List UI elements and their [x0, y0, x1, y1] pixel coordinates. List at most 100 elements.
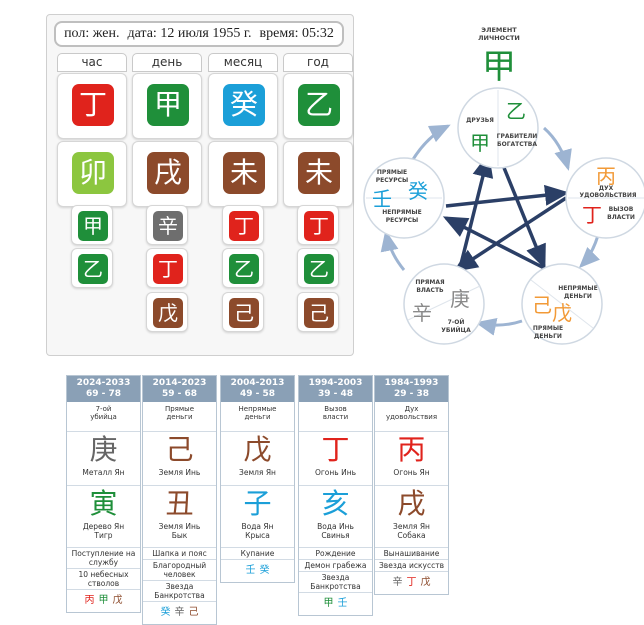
hieroglyph-tile: 乙	[298, 84, 340, 126]
pillar-header: час	[57, 53, 127, 72]
decade-hidden-stems: 壬癸	[221, 560, 294, 582]
hieroglyph-tile: 己	[304, 298, 334, 328]
hidden-stem-cell: 丁	[146, 248, 188, 288]
branch-label-2: Тигр	[94, 531, 113, 540]
hieroglyph-tile: 未	[223, 152, 265, 194]
pillar-main-cell: 丁	[57, 73, 127, 139]
hidden-stem-cell: 乙	[71, 248, 113, 288]
decade-stem: 丙 Огонь Ян	[375, 432, 448, 486]
branch-label-2: Крыса	[245, 531, 270, 540]
pillar-main-cell: 乙	[283, 73, 353, 139]
wood-robbers-label-2: БОГАТСТВА	[497, 141, 537, 148]
metal-direct-label-2: ВЛАСТЬ	[416, 287, 444, 294]
symbolic-star: Поступление на службу	[67, 548, 140, 569]
pillar-main-cell: 甲	[132, 73, 202, 139]
self-element-char: 甲	[482, 47, 516, 87]
symbolic-star: 10 небесных стволов	[67, 569, 140, 590]
symbolic-star: Звезда Банкротства	[299, 572, 372, 593]
branch-label-2: Бык	[171, 531, 188, 540]
branch-glyph: 子	[243, 487, 272, 520]
hieroglyph-tile: 戌	[147, 152, 189, 194]
wood-friends-label: ДРУЗЬЯ	[466, 117, 494, 124]
ten-god-line-2: деньги	[166, 413, 193, 421]
pillar-main-cell: 戌	[132, 141, 202, 207]
self-element-title-1: ЭЛЕМЕНТ	[481, 26, 517, 34]
branch-label-1: Дерево Ян	[82, 522, 125, 531]
five-elements-cycle-diagram: ЭЛЕМЕНТ ЛИЧНОСТИ 甲 ДРУЗЬЯ 甲 乙 ГРАБИТЕЛИ …	[363, 26, 644, 345]
hieroglyph-tile: 丁	[304, 211, 334, 241]
branch-label-2: Свинья	[321, 531, 350, 540]
fire-challenge-label-1: ВЫЗОВ	[609, 206, 634, 213]
date-text: дата: 12 июля 1955 г.	[127, 26, 252, 41]
stem-label: Огонь Ян	[393, 468, 430, 477]
ten-god-line-1: Непрямые	[238, 405, 277, 413]
fire-char-b: 丁	[582, 203, 602, 227]
branch-label-1: Вода Ян	[241, 522, 274, 531]
water-direct-label-1: ПРЯМЫЕ	[377, 169, 407, 176]
hidden-stem-cell: 己	[297, 292, 339, 332]
decade-ages: 59 - 68	[161, 389, 198, 399]
branch-label-1: Вода Инь	[317, 522, 354, 531]
water-element-node: ПРЯМЫЕ РЕСУРСЫ 壬 癸 НЕПРЯМЫЕ РЕСУРСЫ	[363, 157, 445, 239]
stem-glyph: 丙	[397, 433, 426, 466]
ten-god-line-1: Дух	[404, 405, 419, 413]
metal-killer-label-1: 7-ОЙ	[448, 318, 465, 326]
hidden-stem-glyph: 癸	[259, 565, 270, 576]
branch-label-2: Собака	[397, 531, 426, 540]
wood-element-node: ДРУЗЬЯ 甲 乙 ГРАБИТЕЛИ БОГАТСТВА	[457, 87, 539, 169]
water-char-a: 壬	[372, 187, 392, 211]
earth-element-node: НЕПРЯМЫЕ ДЕНЬГИ 己 戊 ПРЯМЫЕ ДЕНЬГИ	[521, 263, 603, 345]
earth-char-b: 戊	[552, 301, 572, 325]
hieroglyph-tile: 乙	[78, 254, 108, 284]
fire-spirit-label-2: УДОВОЛЬСТВИЯ	[579, 192, 636, 199]
metal-killer-label-2: УБИЙЦА	[441, 326, 471, 334]
ten-god-line-1: 7-ой	[95, 405, 112, 413]
decade-years: 2004-2013	[230, 378, 285, 388]
pillar-main-cell: 癸	[208, 73, 278, 139]
decade-hidden-stems: 辛丁戊	[375, 572, 448, 594]
hieroglyph-tile: 丁	[72, 84, 114, 126]
stem-glyph: 庚	[89, 433, 118, 466]
decade-hidden-stems: 丙甲戊	[67, 590, 140, 612]
earth-direct-label-1: ПРЯМЫЕ	[533, 325, 563, 332]
decade-years: 2024-2033	[76, 378, 131, 388]
hidden-stem-glyph: 丁	[406, 577, 417, 588]
hieroglyph-tile: 癸	[223, 84, 265, 126]
earth-indirect-label-2: ДЕНЬГИ	[564, 293, 592, 300]
pillar-header: год	[283, 53, 353, 72]
branch-label-1: Земля Ян	[393, 522, 430, 531]
decade-ages: 29 - 38	[393, 389, 430, 399]
hieroglyph-tile: 己	[229, 298, 259, 328]
time-text: время: 05:32	[259, 26, 334, 41]
self-element-title-2: ЛИЧНОСТИ	[478, 34, 520, 42]
ten-god-line-2: удовольствия	[385, 413, 438, 421]
fire-challenge-label-2: ВЛАСТИ	[607, 214, 635, 221]
metal-direct-label-1: ПРЯМАЯ	[415, 279, 445, 286]
branch-glyph: 戌	[397, 487, 426, 520]
hidden-stem-glyph: 戊	[112, 595, 123, 606]
hidden-stem-glyph: 壬	[337, 598, 348, 609]
decade-years: 2014-2023	[152, 378, 207, 388]
stem-label: Огонь Инь	[314, 468, 357, 477]
ten-god-line-1: Прямые	[164, 405, 195, 413]
ten-god-line-2: власти	[322, 413, 349, 421]
decade-ages: 69 - 78	[85, 389, 122, 399]
earth-direct-label-2: ДЕНЬГИ	[534, 333, 562, 340]
hidden-stem-cell: 辛	[146, 205, 188, 245]
stem-label: Металл Ян	[82, 468, 125, 477]
pillar-main-cell: 卯	[57, 141, 127, 207]
hidden-stem-glyph: 丙	[84, 595, 95, 606]
